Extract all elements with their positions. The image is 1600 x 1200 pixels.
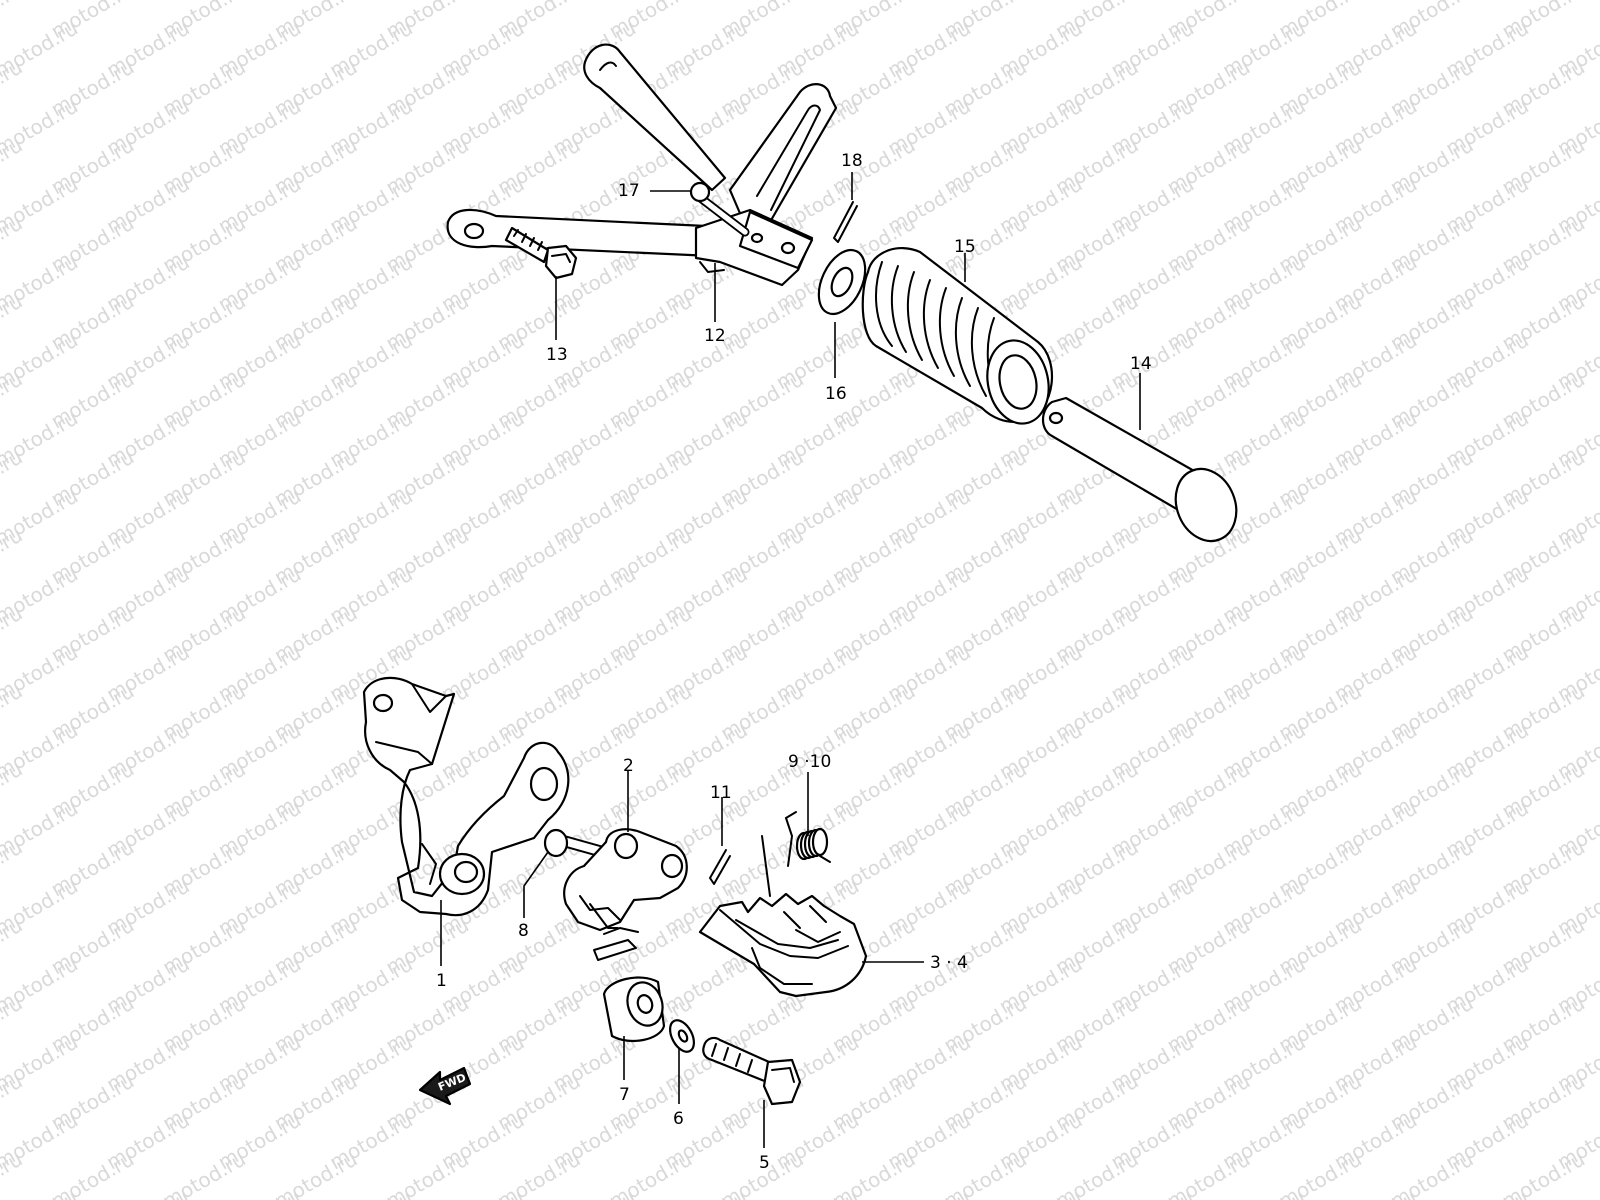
watermark-text: motod.ru — [1218, 1186, 1309, 1200]
callout-12: 12 — [704, 326, 726, 346]
callout-3-4: 3 · 4 — [930, 953, 968, 973]
callout-7: 7 — [619, 1085, 630, 1105]
watermark-text: motod.ru — [660, 1186, 751, 1200]
watermark-text: motod.ru — [883, 1186, 974, 1200]
watermark-text: motod.ru — [1553, 1186, 1600, 1200]
watermark-text: motod.ru — [1441, 1186, 1532, 1200]
callout-16: 16 — [825, 384, 847, 404]
watermark-text: motod.ru — [1107, 1186, 1198, 1200]
watermark-text: motod.ru — [214, 1186, 305, 1200]
watermark-text: motod.ru — [772, 1186, 863, 1200]
part-18-clip — [833, 201, 858, 243]
watermark-text: motod.ru — [437, 1186, 528, 1200]
callout-11: 11 — [710, 783, 732, 803]
callout-6: 6 — [673, 1109, 684, 1129]
watermark-text: motod.ru — [1330, 1186, 1421, 1200]
callout-5: 5 — [759, 1153, 770, 1173]
watermark-text: motod.ru — [0, 1186, 82, 1200]
callout-17: 17 — [618, 181, 640, 201]
callout-15: 15 — [954, 237, 976, 257]
watermark-text: motod.ru — [549, 1186, 640, 1200]
callout-18: 18 — [841, 151, 863, 171]
callout-13: 13 — [546, 345, 568, 365]
callout-1: 1 — [436, 971, 447, 991]
watermark-text: motod.ru — [995, 1186, 1086, 1200]
callout-14: 14 — [1130, 354, 1152, 374]
watermark-text: motod.ru — [325, 1186, 416, 1200]
watermark-text: motod.ru — [102, 1186, 193, 1200]
callout-9-10: 9 ·10 — [788, 752, 831, 772]
part-7-bushing — [602, 976, 666, 1043]
callout-8: 8 — [518, 921, 529, 941]
watermark-text: motod.ru — [0, 0, 27, 43]
callout-2: 2 — [623, 756, 634, 776]
